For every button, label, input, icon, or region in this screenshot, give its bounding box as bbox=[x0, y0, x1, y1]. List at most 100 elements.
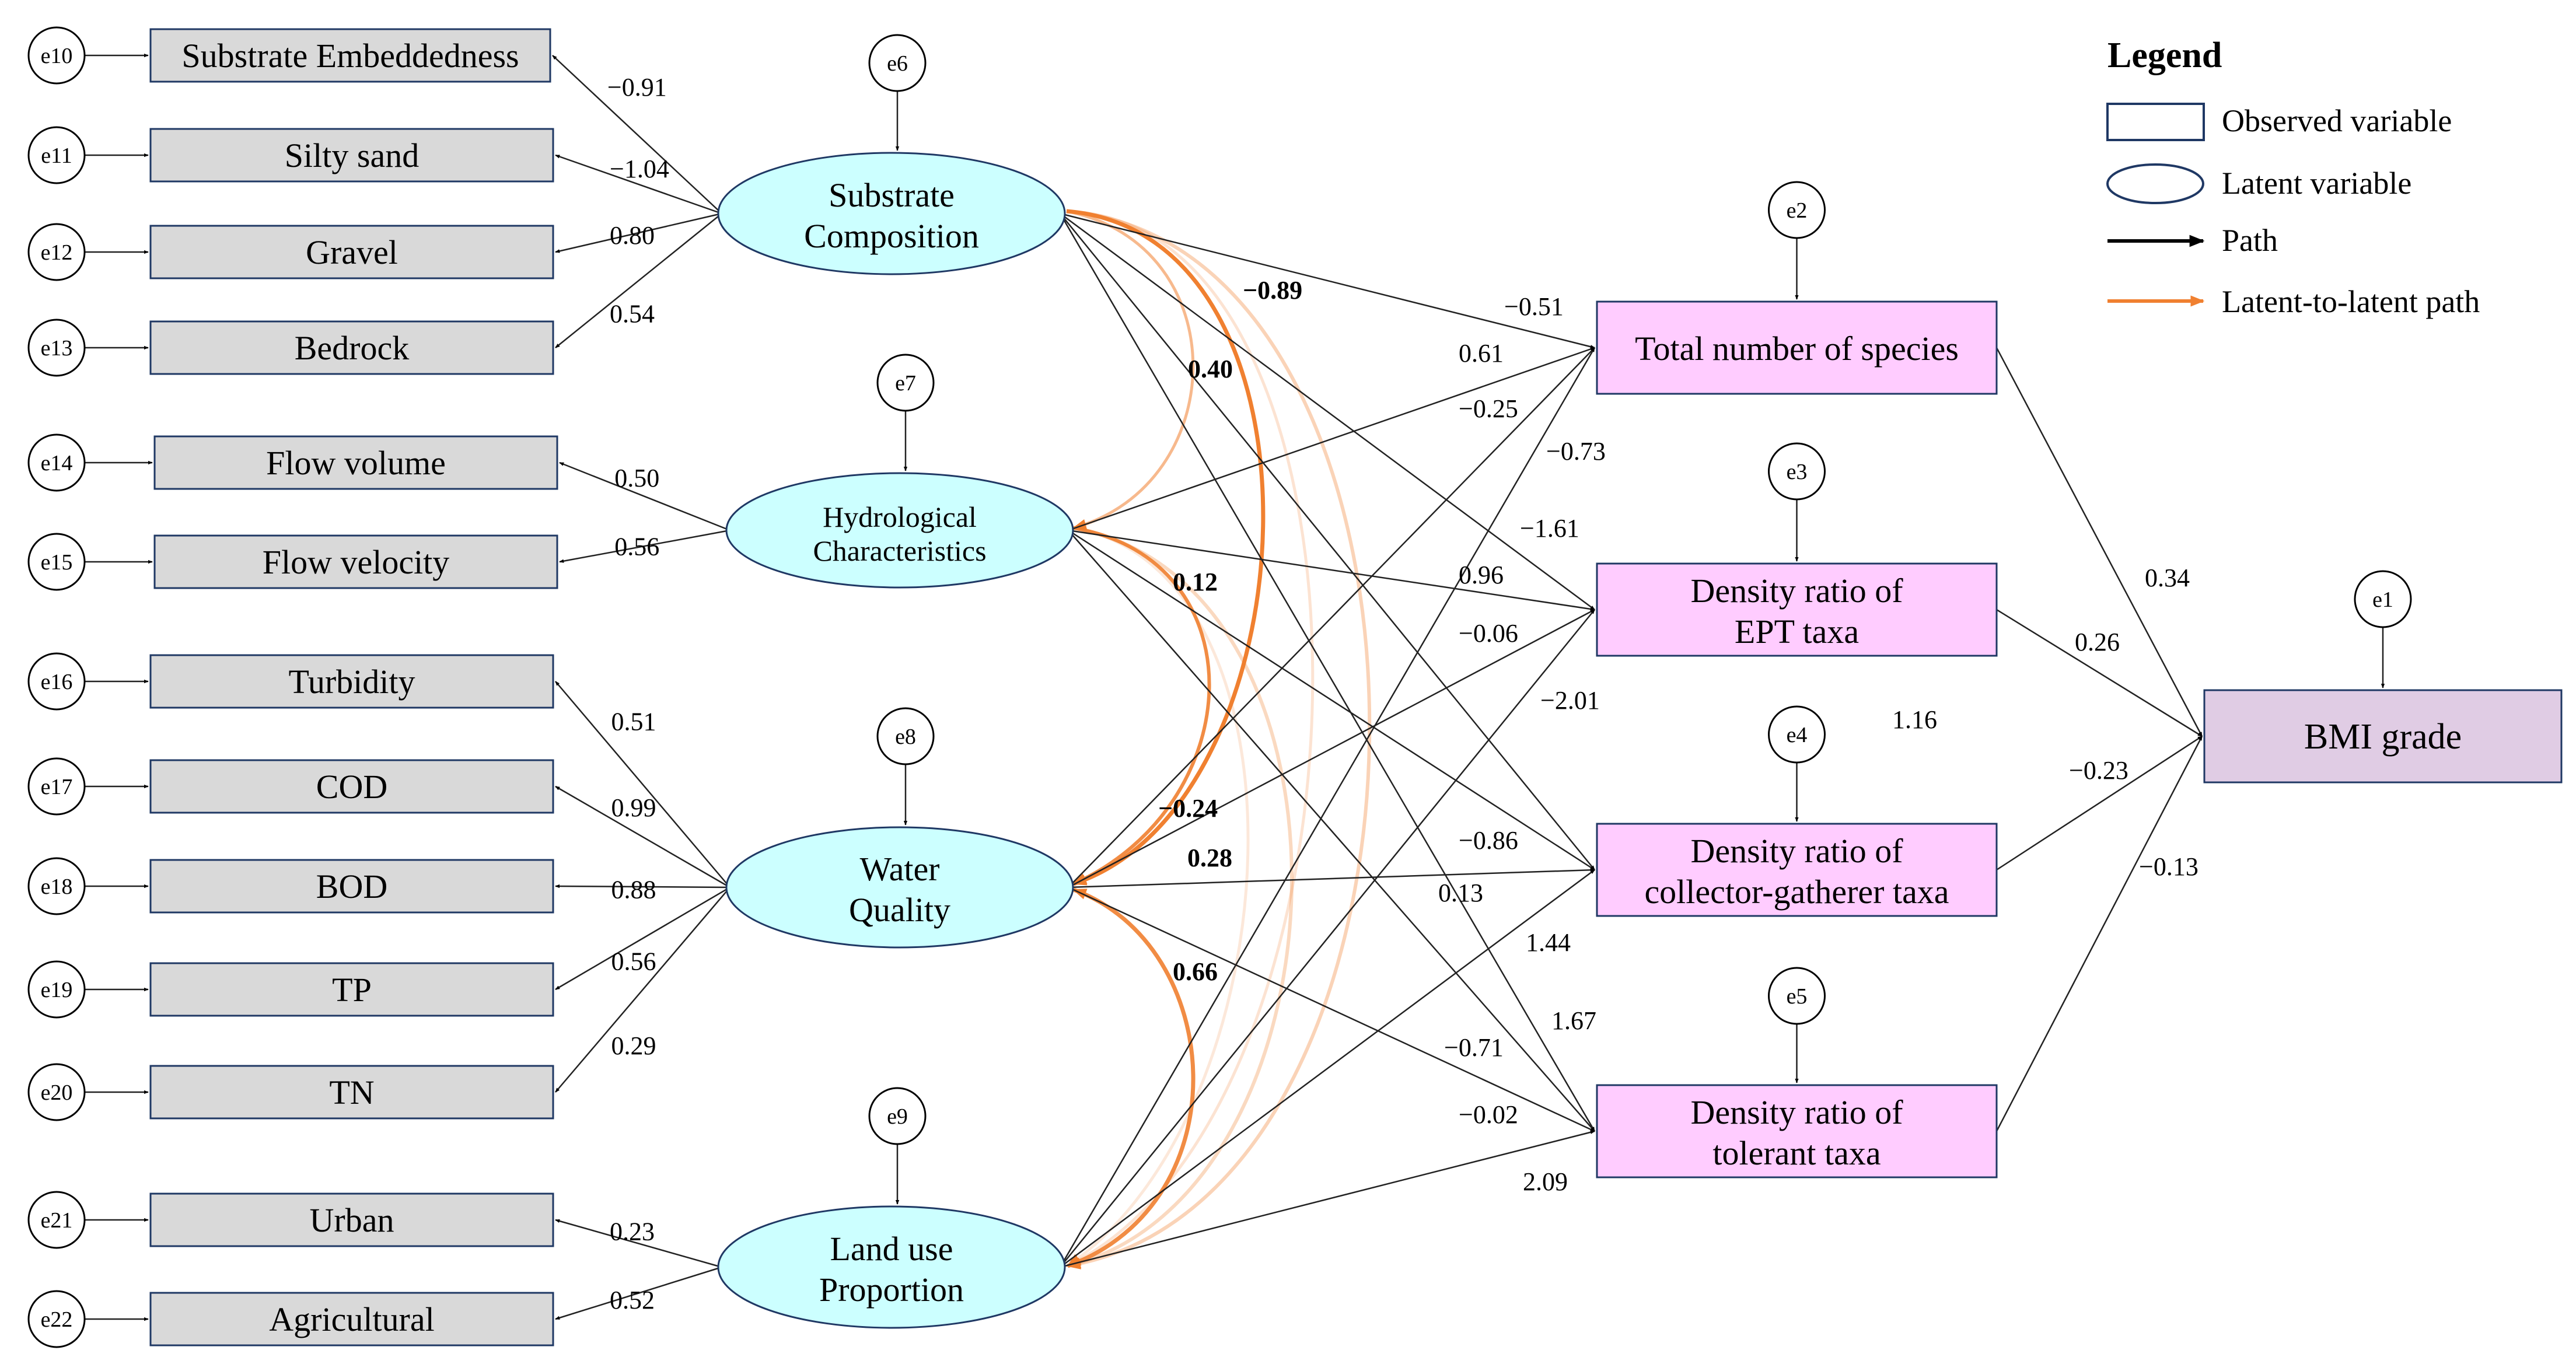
structural-coef: −0.86 bbox=[1459, 826, 1518, 855]
outcome-box bbox=[1596, 823, 1998, 917]
latent-path-coef: 0.66 bbox=[1173, 957, 1218, 986]
structural-coef: −2.01 bbox=[1540, 686, 1600, 715]
error-term bbox=[1768, 705, 1826, 764]
structural-path bbox=[1060, 212, 1595, 611]
structural-path bbox=[1068, 868, 1595, 889]
error-label: e13 bbox=[41, 336, 73, 361]
error-term bbox=[27, 1191, 86, 1249]
observed-label: Flow volume bbox=[266, 444, 446, 482]
structural-coef: 0.13 bbox=[1438, 879, 1483, 907]
outcome-box bbox=[1596, 300, 1998, 395]
error-label: e10 bbox=[41, 44, 73, 68]
outcome-label-line1: Density ratio of bbox=[1690, 1093, 1903, 1131]
observed-box bbox=[153, 534, 558, 589]
structural-path bbox=[1068, 530, 1595, 1132]
error-term bbox=[27, 960, 86, 1019]
bmi-path bbox=[1995, 347, 2203, 737]
loading-coef: −1.04 bbox=[610, 155, 669, 183]
observed-label: Substrate Embeddedness bbox=[181, 37, 519, 75]
latent-ellipse bbox=[717, 152, 1066, 275]
outcome-label-line1: Density ratio of bbox=[1690, 832, 1903, 870]
structural-path bbox=[1060, 609, 1595, 1268]
error-label: e16 bbox=[41, 670, 73, 694]
observed-box bbox=[149, 225, 554, 279]
legend-latent-label: Latent variable bbox=[2222, 166, 2411, 201]
latent-ellipse bbox=[725, 826, 1074, 949]
observed-box bbox=[149, 654, 554, 709]
latent-to-latent-curve bbox=[1066, 526, 1294, 1269]
observed-box bbox=[149, 859, 554, 914]
outcome-box bbox=[1596, 562, 1998, 657]
structural-coef: 0.61 bbox=[1459, 339, 1504, 368]
error-term bbox=[868, 34, 927, 92]
structural-path bbox=[1060, 869, 1595, 1268]
error-label: e14 bbox=[41, 451, 73, 475]
structural-coef: 1.67 bbox=[1551, 1006, 1596, 1035]
error-term bbox=[2354, 570, 2412, 628]
latent-label-line2: Proportion bbox=[819, 1271, 964, 1309]
error-term bbox=[27, 126, 86, 184]
loading-path bbox=[559, 529, 730, 563]
latent-path-coef: 0.12 bbox=[1173, 568, 1218, 596]
legend-title: Legend bbox=[2107, 36, 2222, 75]
structural-coef: −1.61 bbox=[1520, 514, 1579, 543]
error-term bbox=[876, 707, 935, 765]
error-term bbox=[27, 1063, 86, 1121]
structural-coef: −0.06 bbox=[1459, 619, 1518, 648]
outcome-label-line2: tolerant taxa bbox=[1712, 1134, 1881, 1172]
latent-ellipse bbox=[717, 1205, 1066, 1329]
latent-label-line2: Quality bbox=[849, 891, 950, 929]
error-term bbox=[27, 652, 86, 711]
latent-label-line2: Composition bbox=[804, 217, 979, 255]
structural-coef: −0.25 bbox=[1459, 394, 1518, 423]
loading-path bbox=[555, 681, 730, 888]
error-label: e11 bbox=[41, 144, 72, 168]
loading-path bbox=[555, 887, 730, 1093]
structural-path bbox=[1060, 1130, 1595, 1268]
latent-to-latent-curve bbox=[1066, 209, 1315, 1268]
latent-label-line1: Water bbox=[859, 850, 939, 888]
structural-coef: 2.09 bbox=[1523, 1167, 1568, 1196]
structural-path bbox=[1068, 529, 1595, 611]
structural-path bbox=[1068, 608, 1595, 889]
latent-path-coef: −0.89 bbox=[1243, 276, 1302, 305]
error-label: e9 bbox=[887, 1104, 908, 1129]
structural-coef: 0.96 bbox=[1459, 561, 1504, 589]
outcome-label-line2: collector-gatherer taxa bbox=[1644, 873, 1949, 911]
loading-coef: 0.99 bbox=[611, 793, 656, 822]
latent-label-line1: Hydrological bbox=[823, 501, 977, 533]
error-label: e15 bbox=[41, 550, 73, 575]
latent-ellipse bbox=[725, 472, 1074, 589]
loading-coef: −0.91 bbox=[607, 73, 667, 102]
coefficient-labels: −0.91−1.040.800.540.500.560.510.990.880.… bbox=[607, 73, 2198, 1314]
loading-path bbox=[555, 213, 722, 348]
bmi-coef: −0.23 bbox=[2069, 756, 2128, 785]
observed-box bbox=[149, 1192, 554, 1247]
loading-path bbox=[555, 785, 730, 889]
error-term bbox=[876, 354, 935, 412]
error-label: e18 bbox=[41, 875, 73, 899]
legend-latent-swatch bbox=[2106, 163, 2204, 204]
loading-coef: 0.80 bbox=[610, 221, 655, 250]
latent-label-line1: Land use bbox=[830, 1230, 953, 1268]
error-label: e17 bbox=[41, 775, 73, 799]
legend-path-label: Path bbox=[2222, 223, 2278, 258]
bmi-coef: 0.34 bbox=[2145, 564, 2190, 592]
observed-label: COD bbox=[316, 768, 387, 806]
error-label: e2 bbox=[1787, 198, 1808, 223]
error-label: e20 bbox=[41, 1080, 73, 1105]
legend-observed-label: Observed variable bbox=[2222, 103, 2452, 138]
